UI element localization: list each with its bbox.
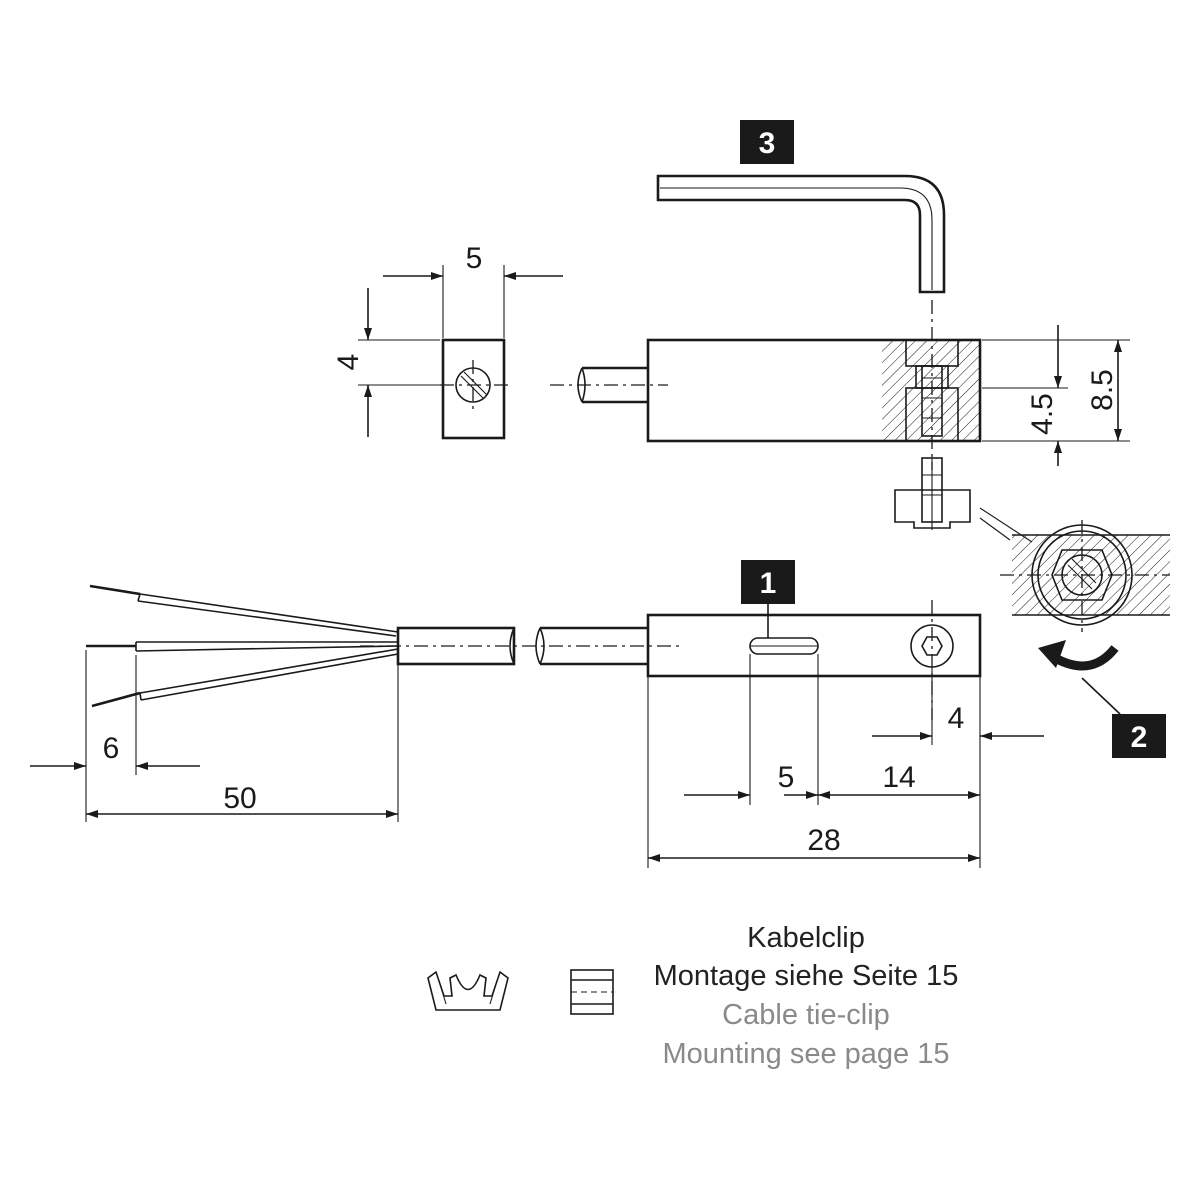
dim-slot-width: 5 bbox=[778, 761, 795, 794]
cable-clip-front-icon bbox=[427, 970, 509, 1011]
cable-clip-legend: Kabelclip Montage siehe Seite 15 Cable t… bbox=[427, 922, 959, 1070]
dim-total-height: 8.5 bbox=[1086, 369, 1119, 411]
rotate-badge-label: 2 bbox=[1131, 721, 1148, 754]
dim-screw-offset: 4 bbox=[948, 702, 965, 735]
dim-strip-length: 6 bbox=[103, 732, 120, 765]
legend-en-title: Cable tie-clip bbox=[722, 999, 890, 1031]
side-view: 4.5 8.5 bbox=[550, 300, 1130, 470]
legend-de-title: Kabelclip bbox=[747, 922, 865, 954]
body-badge-label: 1 bbox=[760, 567, 777, 600]
dim-slot-to-end: 14 bbox=[882, 761, 915, 794]
dim-end-height: 4 bbox=[332, 354, 365, 371]
allen-key: 3 bbox=[656, 120, 946, 294]
cable-clip-side-icon bbox=[570, 969, 614, 1015]
dim-slot-depth: 4.5 bbox=[1026, 393, 1059, 435]
key-badge-label: 3 bbox=[759, 127, 776, 160]
key-badge-box bbox=[740, 120, 794, 164]
end-view: 5 4 bbox=[332, 242, 563, 440]
dim-wire-length: 50 bbox=[223, 782, 256, 815]
body-badge-box bbox=[741, 560, 795, 604]
t-nut bbox=[894, 457, 1033, 543]
legend-de-note: Montage siehe Seite 15 bbox=[654, 960, 959, 992]
plan-dimensions: 6 50 4 5 14 28 bbox=[30, 650, 1044, 868]
detail-circle: 2 bbox=[1000, 520, 1170, 758]
rotate-badge-box bbox=[1112, 714, 1166, 758]
dim-end-width: 5 bbox=[466, 242, 483, 275]
plan-view: 1 bbox=[86, 560, 982, 720]
dim-body-length: 28 bbox=[807, 824, 840, 857]
legend-en-note: Mounting see page 15 bbox=[663, 1038, 950, 1070]
